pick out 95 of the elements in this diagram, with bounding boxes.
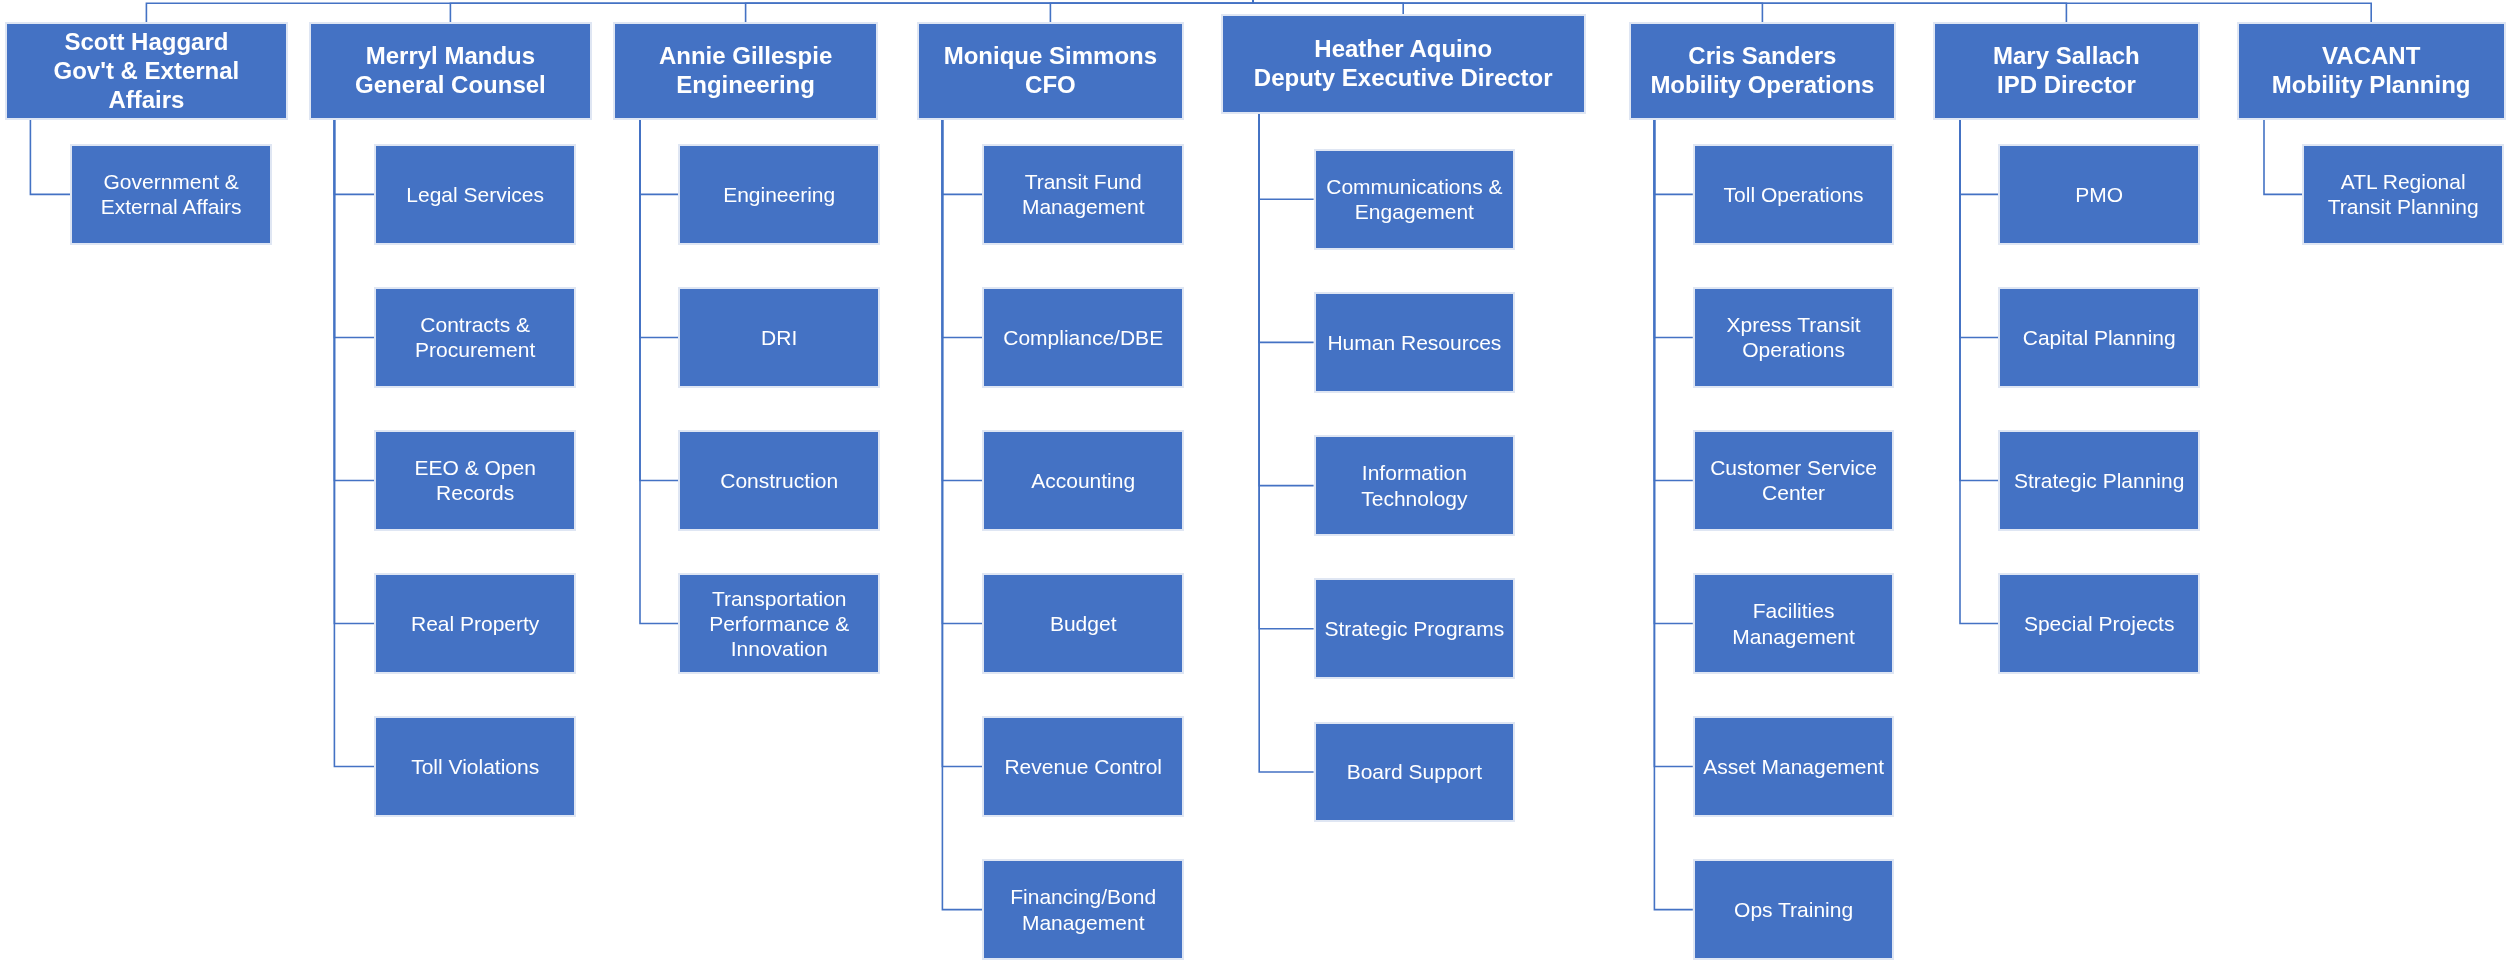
unit-name: Asset Management	[1703, 753, 1885, 780]
unit-name: Contracts & Procurement	[414, 312, 537, 363]
unit-box	[1998, 573, 2200, 674]
connector-line	[941, 119, 984, 911]
unit-name: Real Property	[411, 610, 540, 637]
unit-name: Compliance/DBE	[1003, 324, 1164, 350]
leader-box	[612, 22, 879, 120]
person-name: Monique Simmons	[943, 42, 1158, 72]
unit-box	[678, 430, 880, 531]
unit-name: EEO & Open Records	[413, 455, 537, 506]
unit-box	[374, 287, 576, 388]
unit-name: Toll Operations	[1723, 181, 1864, 207]
unit-name: Budget	[1049, 610, 1117, 637]
unit-name: Capital Planning	[2022, 324, 2176, 350]
role-title: Deputy Executive Director	[1253, 64, 1553, 93]
unit-name: ATL Regional Transit Planning	[2326, 169, 2480, 220]
unit-name: Board Support	[1346, 759, 1483, 785]
unit-box	[1313, 435, 1516, 536]
unit-name: Government & External Affairs	[99, 169, 243, 220]
unit-name: Customer Service Center	[1709, 455, 1879, 506]
role-title: CFO	[1025, 71, 1076, 100]
unit-box	[982, 573, 1184, 674]
unit-name: Transportation Performance & Innovation	[708, 585, 851, 662]
leader-box	[308, 22, 592, 120]
unit-box	[1692, 573, 1895, 674]
leader-box	[916, 22, 1184, 120]
unit-name: Strategic Programs	[1324, 616, 1505, 642]
unit-box	[1692, 287, 1895, 388]
role-title: Gov't & External Affairs	[52, 56, 241, 115]
person-name: VACANT	[2322, 42, 2421, 72]
unit-name: DRI	[761, 324, 798, 350]
unit-box	[982, 430, 1184, 531]
unit-box	[374, 716, 576, 817]
leader-box	[2236, 22, 2506, 120]
person-name: Heather Aquino	[1314, 35, 1493, 64]
unit-box	[1998, 430, 2200, 531]
leader-box	[1220, 14, 1586, 114]
connector-line	[2263, 119, 2304, 196]
unit-name: Xpress Transit Operations	[1725, 312, 1862, 363]
connector-line	[1252, 0, 2372, 24]
unit-box	[1998, 287, 2200, 388]
unit-name: Information Technology	[1360, 460, 1469, 511]
unit-box	[678, 144, 880, 245]
connector-line	[333, 119, 376, 768]
unit-name: Ops Training	[1734, 897, 1854, 923]
unit-box	[982, 716, 1184, 817]
connector-line	[1049, 0, 1254, 24]
unit-box	[982, 144, 1184, 245]
person-name: Cris Sanders	[1688, 42, 1837, 72]
leader-box	[1932, 22, 2200, 120]
unit-name: Strategic Planning	[2013, 467, 2185, 494]
unit-name: Engineering	[723, 181, 836, 207]
unit-box	[1313, 721, 1516, 823]
unit-box	[678, 573, 880, 674]
unit-name: Transit Fund Management	[1020, 169, 1146, 220]
unit-name: Construction	[720, 467, 839, 494]
unit-box	[374, 144, 576, 245]
unit-name: Revenue Control	[1004, 753, 1162, 780]
unit-name: Communications & Engagement	[1325, 174, 1504, 225]
connector-line	[1653, 119, 1694, 911]
unit-box	[1692, 716, 1895, 817]
leader-box	[1628, 22, 1896, 120]
unit-box	[1692, 430, 1895, 531]
role-title: Mobility Operations	[1650, 71, 1875, 100]
unit-box	[70, 144, 272, 245]
unit-box	[374, 573, 576, 674]
unit-box	[1692, 859, 1895, 960]
unit-box	[1692, 144, 1895, 245]
unit-box	[1313, 148, 1516, 250]
unit-box	[2302, 144, 2504, 245]
role-title: IPD Director	[1997, 71, 2136, 100]
leader-box	[4, 22, 288, 120]
unit-name: Facilities Management	[1731, 598, 1856, 649]
unit-box	[374, 430, 576, 531]
unit-box	[1313, 578, 1516, 680]
unit-name: Financing/Bond Management	[1009, 884, 1158, 935]
role-title: General Counsel	[355, 71, 546, 100]
person-name: Annie Gillespie	[658, 42, 833, 72]
unit-name: Accounting	[1031, 467, 1136, 494]
unit-box	[982, 287, 1184, 388]
unit-box	[982, 859, 1184, 960]
connector-line	[29, 119, 72, 196]
unit-box	[678, 287, 880, 388]
role-title: Mobility Planning	[2271, 71, 2471, 100]
unit-name: Special Projects	[2023, 610, 2175, 637]
unit-name: Toll Violations	[411, 753, 540, 780]
unit-name: Human Resources	[1327, 329, 1502, 355]
unit-box	[1998, 144, 2200, 245]
role-title: Engineering	[676, 71, 815, 100]
unit-name: PMO	[2075, 181, 2124, 207]
unit-name: Legal Services	[406, 181, 545, 207]
person-name: Mary Sallach	[1993, 42, 2140, 72]
person-name: Merryl Mandus	[365, 42, 536, 72]
unit-box	[1313, 292, 1516, 393]
person-name: Scott Haggard	[64, 28, 229, 57]
